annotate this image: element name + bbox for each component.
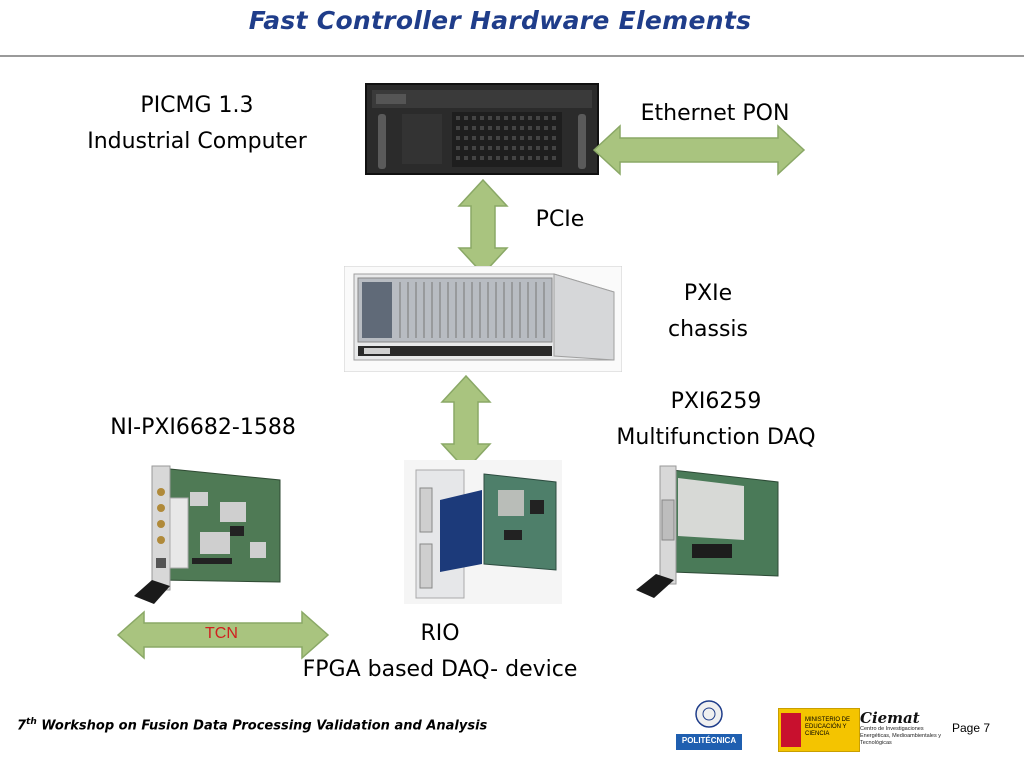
page-number: Page 7 xyxy=(952,721,991,735)
ministerio-logo-text: MINISTERIO DE EDUCACIÓN Y CIENCIA xyxy=(805,717,851,737)
pxi6259-module-image xyxy=(632,460,782,602)
politecnica-logo: POLITÉCNICA xyxy=(672,698,746,754)
ciemat-logo-subtext: Centro de Investigaciones Energéticas, M… xyxy=(860,726,942,746)
pxie-chassis-image xyxy=(344,266,622,372)
workshop-sup: th xyxy=(26,717,37,727)
chassis-label-line1: PXIe xyxy=(683,281,733,306)
title-divider xyxy=(0,55,1024,57)
chassis-label: PXIe chassis xyxy=(640,276,776,348)
pxi6259-label: PXI6259 Multifunction DAQ xyxy=(590,384,842,456)
ministerio-logo: MINISTERIO DE EDUCACIÓN Y CIENCIA xyxy=(778,708,860,752)
tcn-arrow xyxy=(116,610,330,660)
chassis-label-line2: chassis xyxy=(667,317,749,342)
workshop-text: Workshop on Fusion Data Processing Valid… xyxy=(36,718,488,734)
tcn-label: TCN xyxy=(205,625,238,642)
ethernet-label: Ethernet PON xyxy=(640,101,790,126)
ciemat-logo-wordmark: Ciemat xyxy=(860,709,920,727)
pxi6682-label: NI-PXI6682-1588 xyxy=(110,415,296,440)
pcie-label: PCIe xyxy=(535,207,585,232)
chassis-rio-arrow xyxy=(440,374,492,472)
pxi6682-module-image xyxy=(130,462,286,610)
pxi6259-label-line2: Multifunction DAQ xyxy=(616,425,816,450)
rio-label-line2: FPGA based DAQ- device xyxy=(302,657,578,682)
rio-module-image xyxy=(404,460,562,604)
rio-label: RIO FPGA based DAQ- device xyxy=(270,616,610,688)
pxi6259-label-line1: PXI6259 xyxy=(670,389,762,414)
workshop-footer: 7th Workshop on Fusion Data Processing V… xyxy=(17,717,487,733)
computer-label: PICMG 1.3 Industrial Computer xyxy=(62,88,332,160)
workshop-num: 7 xyxy=(17,718,27,734)
rio-label-line1: RIO xyxy=(420,621,460,646)
politecnica-logo-text: POLITÉCNICA xyxy=(681,736,737,745)
ethernet-arrow xyxy=(592,124,806,176)
pcie-arrow xyxy=(457,178,509,276)
computer-label-line1: PICMG 1.3 xyxy=(140,93,254,118)
computer-label-line2: Industrial Computer xyxy=(87,129,307,154)
slide-title: Fast Controller Hardware Elements xyxy=(248,6,752,35)
industrial-computer-image xyxy=(362,82,602,177)
spain-crest-icon xyxy=(781,713,801,747)
ciemat-logo: Ciemat Centro de Investigaciones Energét… xyxy=(860,710,946,750)
